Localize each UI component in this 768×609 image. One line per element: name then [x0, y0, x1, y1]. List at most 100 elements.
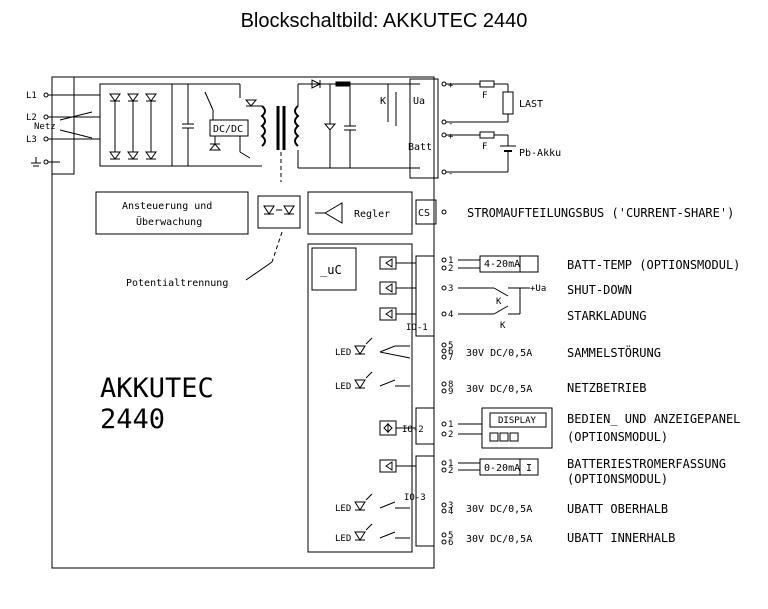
svg-text:30V DC/0,5A: 30V DC/0,5A — [466, 534, 532, 545]
svg-text:CS: CS — [418, 208, 430, 219]
svg-text:I: I — [526, 463, 532, 474]
label-netz: Netz — [34, 122, 56, 132]
rectifier-bridge — [99, 83, 240, 167]
svg-text:30V DC/0,5A: 30V DC/0,5A — [466, 504, 532, 515]
svg-text:LED: LED — [335, 382, 351, 392]
diagram-title: Blockschaltbild: AKKUTEC 2440 — [240, 10, 528, 32]
svg-text:K: K — [500, 321, 506, 331]
svg-text:F: F — [482, 91, 487, 101]
separation-line — [271, 231, 283, 263]
svg-text:Regler: Regler — [354, 209, 390, 220]
svg-text:-: - — [448, 169, 453, 179]
sammelstoerung-row: LED 5 6 7 30V DC/0,5A SAMMELSTÖRUNG — [335, 337, 661, 363]
last-label: LAST — [519, 99, 543, 110]
svg-text:9: 9 — [448, 387, 453, 397]
label-l2: L2 — [26, 113, 37, 123]
svg-text:+: + — [448, 81, 454, 91]
input-terminal-strip: L1 L2 L3 Netz — [26, 76, 100, 175]
io1-connector: IO-1 — [406, 255, 435, 337]
cs-connector: CS STROMAUFTEILUNGSBUS ('CURRENT-SHARE') — [415, 199, 734, 225]
svg-text:(OPTIONSMODUL): (OPTIONSMODUL) — [567, 430, 668, 444]
svg-text:BEDIEN_ UND ANZEIGEPANEL: BEDIEN_ UND ANZEIGEPANEL — [567, 412, 740, 426]
svg-text:STARKLADUNG: STARKLADUNG — [567, 309, 646, 323]
ua-label: Ua — [413, 96, 425, 107]
svg-text:SAMMELSTÖRUNG: SAMMELSTÖRUNG — [567, 344, 661, 360]
module-name-line2: 2440 — [100, 404, 165, 435]
svg-text:8: 8 — [448, 380, 453, 390]
svg-text:1: 1 — [448, 420, 453, 430]
netzbetrieb-row: LED 8 9 30V DC/0,5A NETZBETRIEB — [335, 371, 646, 397]
svg-text:3: 3 — [448, 501, 453, 511]
svg-text:BATT-TEMP (OPTIONSMODUL): BATT-TEMP (OPTIONSMODUL) — [567, 258, 740, 272]
svg-text:DISPLAY: DISPLAY — [498, 416, 537, 426]
svg-text:LED: LED — [335, 504, 351, 514]
svg-text:IO-1: IO-1 — [406, 323, 428, 333]
svg-text:2: 2 — [448, 430, 453, 440]
svg-text:K: K — [496, 297, 502, 307]
svg-text:-: - — [448, 119, 453, 129]
secondary-filter: K — [297, 79, 420, 169]
potential-label: Potentialtrennung — [126, 278, 228, 289]
strom-bus-label: STROMAUFTEILUNGSBUS ('CURRENT-SHARE') — [467, 206, 734, 220]
svg-text:LED: LED — [335, 348, 351, 358]
svg-text:+Ua: +Ua — [530, 284, 546, 294]
svg-text:LED: LED — [335, 534, 351, 544]
ubatt-innerhalb-row: LED 5 6 30V DC/0,5A UBATT INNERHALB — [335, 523, 675, 548]
dcdc-label: DC/DC — [213, 124, 243, 135]
uc-section — [307, 243, 413, 553]
starkladung-row: 4 K STARKLADUNG — [379, 288, 646, 331]
svg-text:BATTERIESTROMERFASSUNG: BATTERIESTROMERFASSUNG — [567, 457, 726, 471]
ubatt-oberhalb-row: LED 3 4 30V DC/0,5A UBATT OBERHALB — [335, 493, 668, 517]
io2-display-row: IO-2 1 2 DISPLAY BEDIEN_ UND ANZEIGEPANE… — [379, 407, 740, 449]
svg-text:0-20mA: 0-20mA — [484, 463, 520, 474]
uc-label: _uC — [320, 263, 342, 277]
svg-text:F: F — [482, 142, 487, 152]
svg-text:4-20mA: 4-20mA — [484, 259, 520, 270]
ground-icon — [31, 157, 41, 167]
svg-text:UBATT INNERHALB: UBATT INNERHALB — [567, 531, 675, 545]
uc-block — [311, 247, 357, 291]
svg-text:1: 1 — [448, 459, 453, 469]
svg-text:6: 6 — [448, 347, 453, 357]
label-l3: L3 — [26, 135, 37, 145]
label-l1: L1 — [26, 91, 37, 101]
svg-text:30V DC/0,5A: 30V DC/0,5A — [466, 384, 532, 395]
svg-text:IO-3: IO-3 — [404, 493, 426, 503]
dcdc-converter: DC/DC — [204, 84, 262, 167]
svg-text:Überwachung: Überwachung — [136, 215, 202, 228]
svg-text:2: 2 — [448, 264, 453, 274]
svg-text:IO-2: IO-2 — [402, 425, 424, 435]
svg-text:3: 3 — [448, 284, 453, 294]
svg-text:+: + — [448, 132, 454, 142]
current-measurement-row: IO-3 1 2 0-20mA I BATTERIESTROMERFASSUNG… — [379, 455, 726, 547]
regler-block: Regler — [307, 191, 413, 235]
svg-text:5: 5 — [448, 341, 453, 351]
pb-akku: F Pb-Akku — [446, 131, 561, 173]
transformer — [260, 105, 300, 182]
svg-text:Ansteuerung und: Ansteuerung und — [122, 201, 212, 212]
svg-text:(OPTIONSMODUL): (OPTIONSMODUL) — [567, 472, 668, 486]
svg-text:1: 1 — [448, 256, 453, 266]
svg-text:30V DC/0,5A: 30V DC/0,5A — [466, 348, 532, 359]
svg-text:SHUT-DOWN: SHUT-DOWN — [567, 283, 632, 297]
svg-text:2: 2 — [448, 466, 453, 476]
svg-text:6: 6 — [448, 538, 453, 548]
shutdown-row: 3 K +Ua SHUT-DOWN — [379, 281, 632, 307]
pb-akku-label: Pb-Akku — [519, 148, 561, 159]
svg-text:UBATT OBERHALB: UBATT OBERHALB — [567, 502, 668, 516]
svg-text:7: 7 — [448, 353, 453, 363]
main-enclosure — [51, 76, 435, 569]
relay-k-label: K — [380, 96, 386, 107]
batt-label: Batt — [408, 142, 432, 153]
svg-text:NETZBETRIEB: NETZBETRIEB — [567, 381, 646, 395]
svg-text:5: 5 — [448, 531, 453, 541]
last-load: F LAST — [446, 80, 543, 123]
svg-text:4: 4 — [448, 310, 453, 320]
ansteuerung-block: Ansteuerung und Überwachung — [95, 191, 249, 235]
batt-temp-row: 1 2 4-20mA BATT-TEMP (OPTIONSMODUL) — [379, 255, 740, 274]
optocoupler-icon — [257, 195, 301, 229]
output-terminals: Ua Batt + - + - — [408, 78, 454, 179]
svg-text:4: 4 — [448, 507, 453, 517]
module-name-line1: AKKUTEC — [100, 373, 214, 404]
